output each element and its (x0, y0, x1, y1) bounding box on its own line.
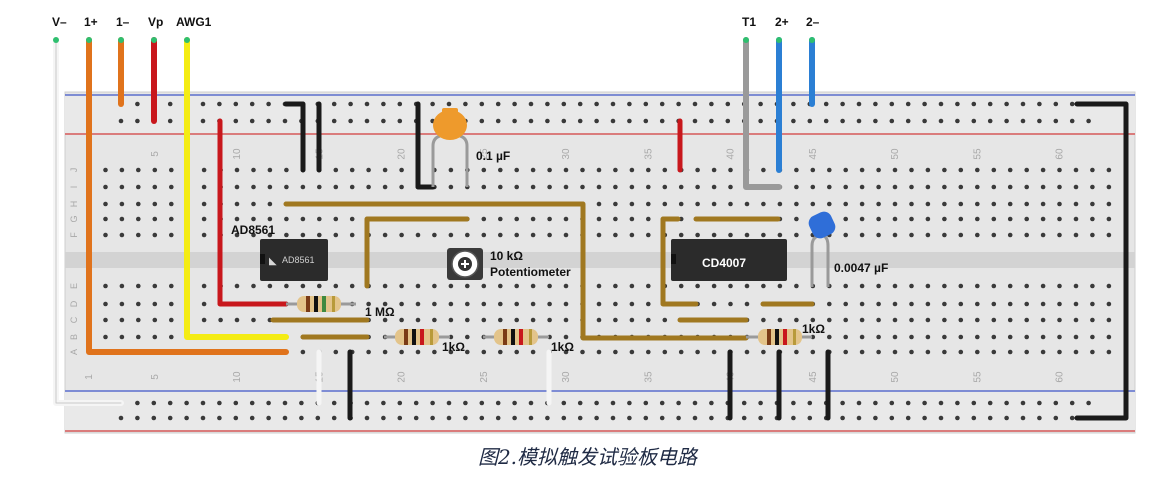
jumper-cd-left (660, 216, 699, 307)
wire-1plus (86, 37, 289, 355)
column-number-top: 20 (397, 148, 408, 160)
column-number-bottom: 25 (479, 371, 490, 383)
terminal-label-awg1: AWG1 (176, 15, 212, 29)
potentiometer (447, 248, 483, 280)
ad8561-chip: ◣ AD8561 (260, 239, 328, 281)
black-wire-rail-bridge (1074, 101, 1129, 421)
row-letters: J I HG F E D C B A (69, 168, 79, 355)
terminal-labels: V– 1+ 1– Vp AWG1 T1 2+ 2– (52, 15, 820, 29)
column-number-first: 1 (84, 374, 95, 380)
ad8561-chip-text: AD8561 (282, 255, 315, 265)
column-number-top: 45 (808, 148, 819, 160)
wire-t1 (743, 37, 782, 190)
terminal-label-2minus: 2– (806, 15, 820, 29)
column-number-bottom: 60 (1055, 371, 1066, 383)
column-number-top: 25 (479, 148, 490, 160)
brown-jumpers (270, 201, 815, 341)
r2-label: 1kΩ (551, 340, 574, 354)
black-wire-cap1 (415, 101, 436, 190)
wire-awg1 (184, 37, 289, 340)
wire-end-dots (53, 37, 815, 43)
row-letter-top: J (69, 168, 79, 173)
terminal-label-vminus: V– (52, 15, 67, 29)
column-number-bottom: 20 (397, 371, 408, 383)
black-wire-1 (283, 101, 306, 173)
top-rail-band (65, 95, 1135, 135)
wire-vminus-outline (55, 39, 122, 404)
r-feedback-label: 1 MΩ (365, 305, 395, 319)
capacitor-01uf (431, 108, 469, 187)
row-letter-top: G (69, 215, 79, 222)
row-letter-top: I (69, 186, 79, 189)
terminal-label-1minus: 1– (116, 15, 130, 29)
column-number-bottom: 50 (890, 371, 901, 383)
row-letter-bottom: B (69, 334, 79, 340)
resistor-1k-c (746, 329, 812, 345)
column-number-bottom: 30 (561, 371, 572, 383)
cd4007-chip: CD4007 (671, 239, 787, 281)
capacitor-00047uf (808, 211, 836, 287)
terminal-wires (53, 37, 815, 406)
column-number-top: 60 (1055, 148, 1066, 160)
jumper-pot-left (364, 216, 470, 289)
black-jumpers (283, 101, 1129, 421)
resistor-1m (286, 296, 356, 312)
column-number-bottom: 55 (972, 371, 983, 383)
bottom-rail-band (65, 390, 1135, 432)
terminal-label-1plus: 1+ (84, 15, 98, 29)
row-letter-top: F (69, 232, 79, 238)
terminal-label-2plus: 2+ (775, 15, 789, 29)
pot-value-label: 10 kΩ (490, 249, 523, 263)
ad8561-logo-icon: ◣ (269, 256, 277, 267)
column-number-top: 30 (561, 148, 572, 160)
board-jumpers (217, 118, 683, 406)
row-letter-bottom: E (69, 283, 79, 289)
center-channel (65, 252, 1135, 268)
cap1-label: 0.1 µF (476, 149, 510, 163)
r1-label: 1kΩ (442, 340, 465, 354)
figure-caption: 图2.模拟触发试验板电路 (477, 445, 698, 469)
resistor-1k-a (384, 329, 450, 345)
column-number-bottom: 35 (643, 371, 654, 383)
row-letter-bottom: C (69, 316, 79, 323)
column-number-top: 40 (726, 148, 737, 160)
terminal-label-t1: T1 (742, 15, 756, 29)
row-letter-top: H (69, 201, 79, 208)
cap2-label: 0.0047 µF (834, 261, 888, 275)
cd4007-chip-label: CD4007 (702, 256, 746, 270)
red-wire-opamp (217, 118, 289, 307)
r3-label: 1kΩ (802, 322, 825, 336)
column-number-top: 35 (643, 148, 654, 160)
jumper-top-long (283, 201, 749, 341)
row-letter-bottom: A (69, 349, 79, 355)
column-number-bottom: 5 (150, 374, 161, 380)
column-number-top: 5 (150, 151, 161, 157)
column-number-top: 50 (890, 148, 901, 160)
column-number-top: 55 (972, 148, 983, 160)
column-number-top: 10 (232, 148, 243, 160)
terminal-label-vp: Vp (148, 15, 163, 29)
ad8561-label: AD8561 (231, 223, 275, 237)
column-number-bottom: 45 (808, 371, 819, 383)
resistor-1k-b (483, 329, 549, 345)
row-letter-bottom: D (69, 300, 79, 307)
column-number-bottom: 10 (232, 371, 243, 383)
pot-name-label: Potentiometer (490, 265, 571, 279)
